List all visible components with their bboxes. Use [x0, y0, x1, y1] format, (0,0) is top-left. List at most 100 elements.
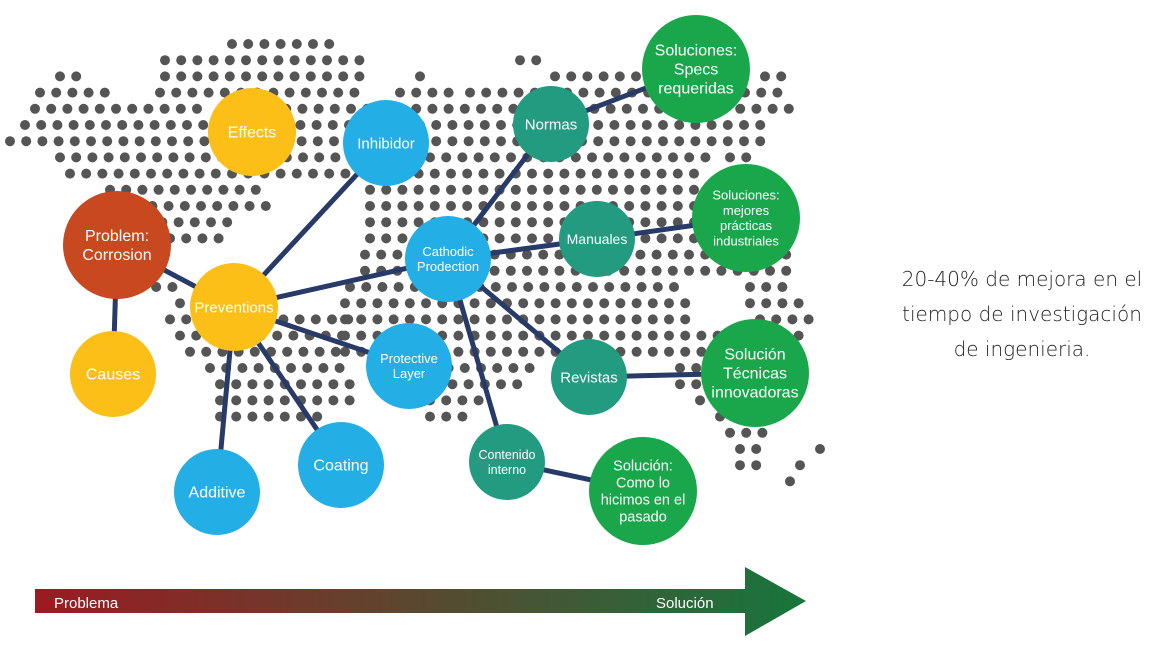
map-dot [538, 265, 549, 276]
map-dot [189, 217, 200, 228]
map-dot [330, 346, 341, 357]
node-revistas: Revistas [551, 339, 627, 415]
map-dot [706, 120, 717, 130]
map-dot [133, 120, 144, 130]
node-circle [469, 424, 545, 500]
map-dot [381, 201, 392, 211]
map-dot [249, 346, 260, 357]
map-dot [312, 136, 323, 147]
map-dot [404, 298, 415, 309]
node-circle [405, 216, 491, 302]
map-dot [735, 444, 745, 454]
map-dot [117, 120, 128, 130]
map-dot [404, 314, 415, 325]
map-dot [205, 363, 215, 373]
map-dot [365, 184, 375, 195]
node-coating: Coating [298, 422, 384, 508]
map-dot [431, 120, 442, 130]
map-dot [680, 314, 691, 325]
map-dot [689, 168, 699, 179]
map-dot [118, 136, 129, 147]
map-dot [53, 136, 64, 147]
map-dot [340, 330, 350, 341]
map-dot [575, 184, 586, 195]
map-dot [795, 460, 805, 471]
map-dot [635, 152, 646, 163]
map-dot [543, 233, 554, 244]
map-dot [550, 71, 560, 82]
map-dot [587, 152, 597, 163]
map-dot [84, 120, 95, 130]
map-dot [772, 87, 783, 98]
map-dot [291, 168, 302, 179]
map-dot [691, 363, 702, 373]
map-dot [559, 184, 570, 195]
node-label: Prodection [417, 259, 479, 274]
map-dot [741, 427, 752, 438]
map-dot [241, 55, 251, 66]
map-dot [735, 460, 745, 471]
map-dot [619, 152, 630, 163]
map-dot [473, 395, 484, 406]
map-dot [614, 71, 625, 82]
map-dot [429, 201, 440, 211]
map-dot [175, 298, 185, 309]
map-dot [340, 346, 350, 357]
node-label: Técnicas [723, 366, 787, 383]
map-dot [621, 103, 632, 114]
map-dot [680, 330, 691, 341]
map-dot [194, 168, 205, 179]
map-dot [446, 201, 456, 211]
map-dot [103, 152, 114, 163]
node-label: Effects [228, 125, 277, 142]
map-dot [97, 168, 108, 179]
map-dot [459, 103, 470, 114]
map-dot [312, 395, 323, 406]
map-dot [222, 217, 233, 228]
map-dot [543, 201, 554, 211]
map-dot [381, 233, 392, 244]
map-dot [393, 282, 404, 292]
map-dot [338, 55, 349, 66]
map-dot [376, 249, 387, 260]
map-dot [210, 168, 221, 179]
node-circle [551, 339, 627, 415]
map-dot [510, 217, 521, 228]
node-label: Causes [86, 367, 140, 384]
map-dot [631, 346, 642, 357]
map-dot [593, 120, 604, 130]
map-dot [624, 201, 635, 211]
map-dot [429, 184, 440, 195]
arrow-start-label: Problema [54, 595, 119, 612]
map-dot [388, 314, 399, 325]
node-label: Preventions [194, 299, 273, 316]
map-dot [182, 120, 192, 130]
map-dot [356, 330, 367, 341]
map-dot [608, 184, 618, 195]
map-dot [527, 168, 537, 179]
map-dot [134, 136, 145, 147]
map-dot [777, 282, 788, 292]
map-dot [143, 103, 154, 114]
map-dot [492, 363, 503, 373]
map-dot [463, 379, 474, 390]
map-dot [298, 346, 309, 357]
map-dot [462, 184, 473, 195]
map-dot [308, 39, 318, 49]
map-dot [781, 265, 792, 276]
map-dot [372, 298, 383, 309]
map-dot [658, 120, 668, 130]
map-dot [675, 363, 685, 373]
map-dot [689, 184, 699, 195]
map-dot [203, 87, 214, 98]
map-dot [476, 103, 486, 114]
map-dot [178, 168, 189, 179]
map-dot [165, 314, 175, 325]
map-dot [187, 87, 198, 98]
map-dot [215, 395, 225, 406]
map-dot [30, 103, 40, 114]
map-dot [543, 217, 554, 228]
diagram-nodes: Problem:CorrosionEffectsCausesPrevention… [63, 15, 809, 545]
map-dot [152, 152, 163, 163]
